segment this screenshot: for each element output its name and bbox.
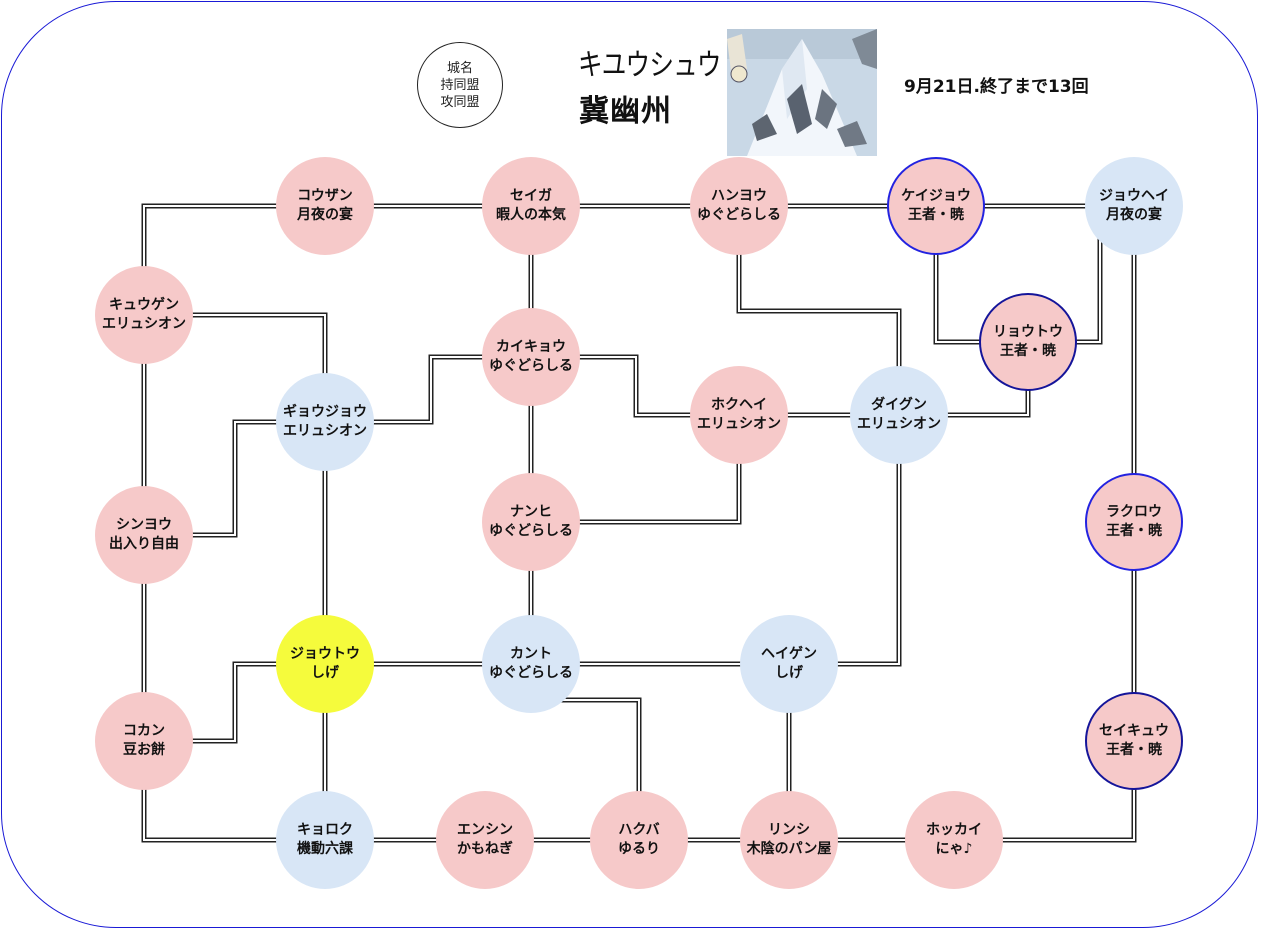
castle-name: シンヨウ [116, 517, 172, 533]
castle-name: ホッカイ [926, 822, 982, 838]
castle-alliance: にゃ♪ [935, 841, 973, 857]
castle-node-keijou[interactable]: ケイジョウ王者・暁 [887, 157, 985, 255]
castle-alliance: かもねぎ [457, 841, 513, 857]
castle-alliance: 王者・暁 [1000, 343, 1056, 359]
castle-node-kyuugen[interactable]: キュウゲンエリュシオン [95, 266, 193, 364]
castle-name: キュウゲン [109, 297, 179, 313]
castle-name: ダイグン [871, 397, 927, 413]
castle-node-seiga[interactable]: セイガ暇人の本気 [482, 157, 580, 255]
castle-name: ハクバ [618, 822, 660, 838]
castle-name: セイガ [510, 188, 552, 204]
castle-name: ラクロウ [1106, 504, 1162, 520]
castle-alliance: 月夜の宴 [297, 207, 353, 223]
castle-name: セイキュウ [1099, 723, 1169, 739]
castle-node-kokan[interactable]: コカン豆お餅 [95, 692, 193, 790]
castle-node-rinshi[interactable]: リンシ木陰のパン屋 [740, 791, 838, 889]
castle-node-enshin[interactable]: エンシンかもねぎ [436, 791, 534, 889]
castle-name: カイキョウ [496, 339, 566, 355]
castle-name: ジョウヘイ [1099, 188, 1169, 204]
castle-alliance: ゆぐどらしる [489, 665, 573, 681]
castle-name: キョロク [297, 822, 353, 838]
castle-name: ケイジョウ [901, 188, 971, 204]
castle-alliance: しげ [775, 665, 803, 681]
castle-node-kouzan[interactable]: コウザン月夜の宴 [276, 157, 374, 255]
castle-alliance: 王者・暁 [1106, 523, 1162, 539]
road-kaikyou-gyoujou-inner [325, 356, 531, 423]
castle-node-kyoroku[interactable]: キョロク機動六課 [276, 791, 374, 889]
castle-node-rakurou[interactable]: ラクロウ王者・暁 [1085, 473, 1183, 571]
castle-node-kaikyou[interactable]: カイキョウゆぐどらしる [482, 308, 580, 406]
castle-node-gyoujou[interactable]: ギョウジョウエリュシオン [276, 373, 374, 471]
road-kaikyou-hokuhei-inner [531, 356, 739, 416]
castle-node-kanto[interactable]: カントゆぐどらしる [482, 615, 580, 713]
castle-alliance: 木陰のパン屋 [746, 841, 832, 857]
castle-name: リンシ [768, 822, 810, 838]
castle-node-joutou[interactable]: ジョウトウしげ [276, 615, 374, 713]
legend-castle-name: 城名 [446, 60, 473, 76]
castle-alliance: エリュシオン [697, 416, 781, 432]
legend-holding-alliance: 持同盟 [440, 77, 480, 93]
event-info: 9月21日.終了まで13回 [904, 77, 1089, 97]
castle-name: エンシン [457, 822, 513, 838]
castle-alliance: 出入り自由 [109, 536, 179, 552]
castle-node-hokkai[interactable]: ホッカイにゃ♪ [905, 791, 1003, 889]
castle-name: ギョウジョウ [283, 404, 367, 420]
castle-name: ハンヨウ [711, 188, 767, 204]
castle-alliance: ゆぐどらしる [697, 207, 781, 223]
castle-node-jouhei[interactable]: ジョウヘイ月夜の宴 [1085, 157, 1183, 255]
castle-name: ナンヒ [510, 504, 552, 520]
castle-name: コウザン [297, 188, 353, 204]
castle-alliance: ゆぐどらしる [489, 358, 573, 374]
castle-alliance: 月夜の宴 [1106, 207, 1162, 223]
castle-node-heigen[interactable]: ヘイゲンしげ [740, 615, 838, 713]
castle-alliance: しげ [311, 665, 339, 681]
castle-name: ヘイゲン [761, 646, 817, 662]
legend-circle: 城名 持同盟 攻同盟 [417, 42, 503, 128]
castle-alliance: 王者・暁 [1106, 742, 1162, 758]
castle-name: カント [510, 646, 552, 662]
region-name-title: 冀幽州 [579, 94, 672, 129]
snowy-mountain-map-icon [727, 29, 877, 156]
castle-alliance: 豆お餅 [123, 742, 165, 758]
castle-node-daigun[interactable]: ダイグンエリュシオン [850, 366, 948, 464]
castle-alliance: ゆるり [618, 841, 660, 857]
castle-alliance: ゆぐどらしる [489, 523, 573, 539]
castle-node-ryoutou[interactable]: リョウトウ王者・暁 [979, 293, 1077, 391]
castle-name: ホクヘイ [711, 397, 767, 413]
castle-node-hokuhei[interactable]: ホクヘイエリュシオン [690, 366, 788, 464]
castle-alliance: 暇人の本気 [496, 207, 566, 223]
castle-alliance: エリュシオン [857, 416, 941, 432]
castle-name: ジョウトウ [290, 646, 360, 662]
castle-alliance: 機動六課 [297, 841, 353, 857]
castle-alliance: エリュシオン [102, 316, 186, 332]
castle-name: コカン [123, 723, 165, 739]
castle-node-shinyou[interactable]: シンヨウ出入り自由 [95, 486, 193, 584]
castle-alliance: エリュシオン [283, 423, 367, 439]
castle-alliance: 王者・暁 [908, 207, 964, 223]
castle-name: リョウトウ [993, 324, 1063, 340]
castle-node-hakuba[interactable]: ハクバゆるり [590, 791, 688, 889]
road-hanyou-daigun-inner [738, 206, 900, 415]
region-kana-title: キユウシュウ [578, 48, 721, 83]
castle-node-seikyuu[interactable]: セイキュウ王者・暁 [1085, 692, 1183, 790]
castle-node-nanhi[interactable]: ナンヒゆぐどらしる [482, 473, 580, 571]
castle-node-hanyou[interactable]: ハンヨウゆぐどらしる [690, 157, 788, 255]
legend-attacking-alliance: 攻同盟 [440, 94, 480, 110]
